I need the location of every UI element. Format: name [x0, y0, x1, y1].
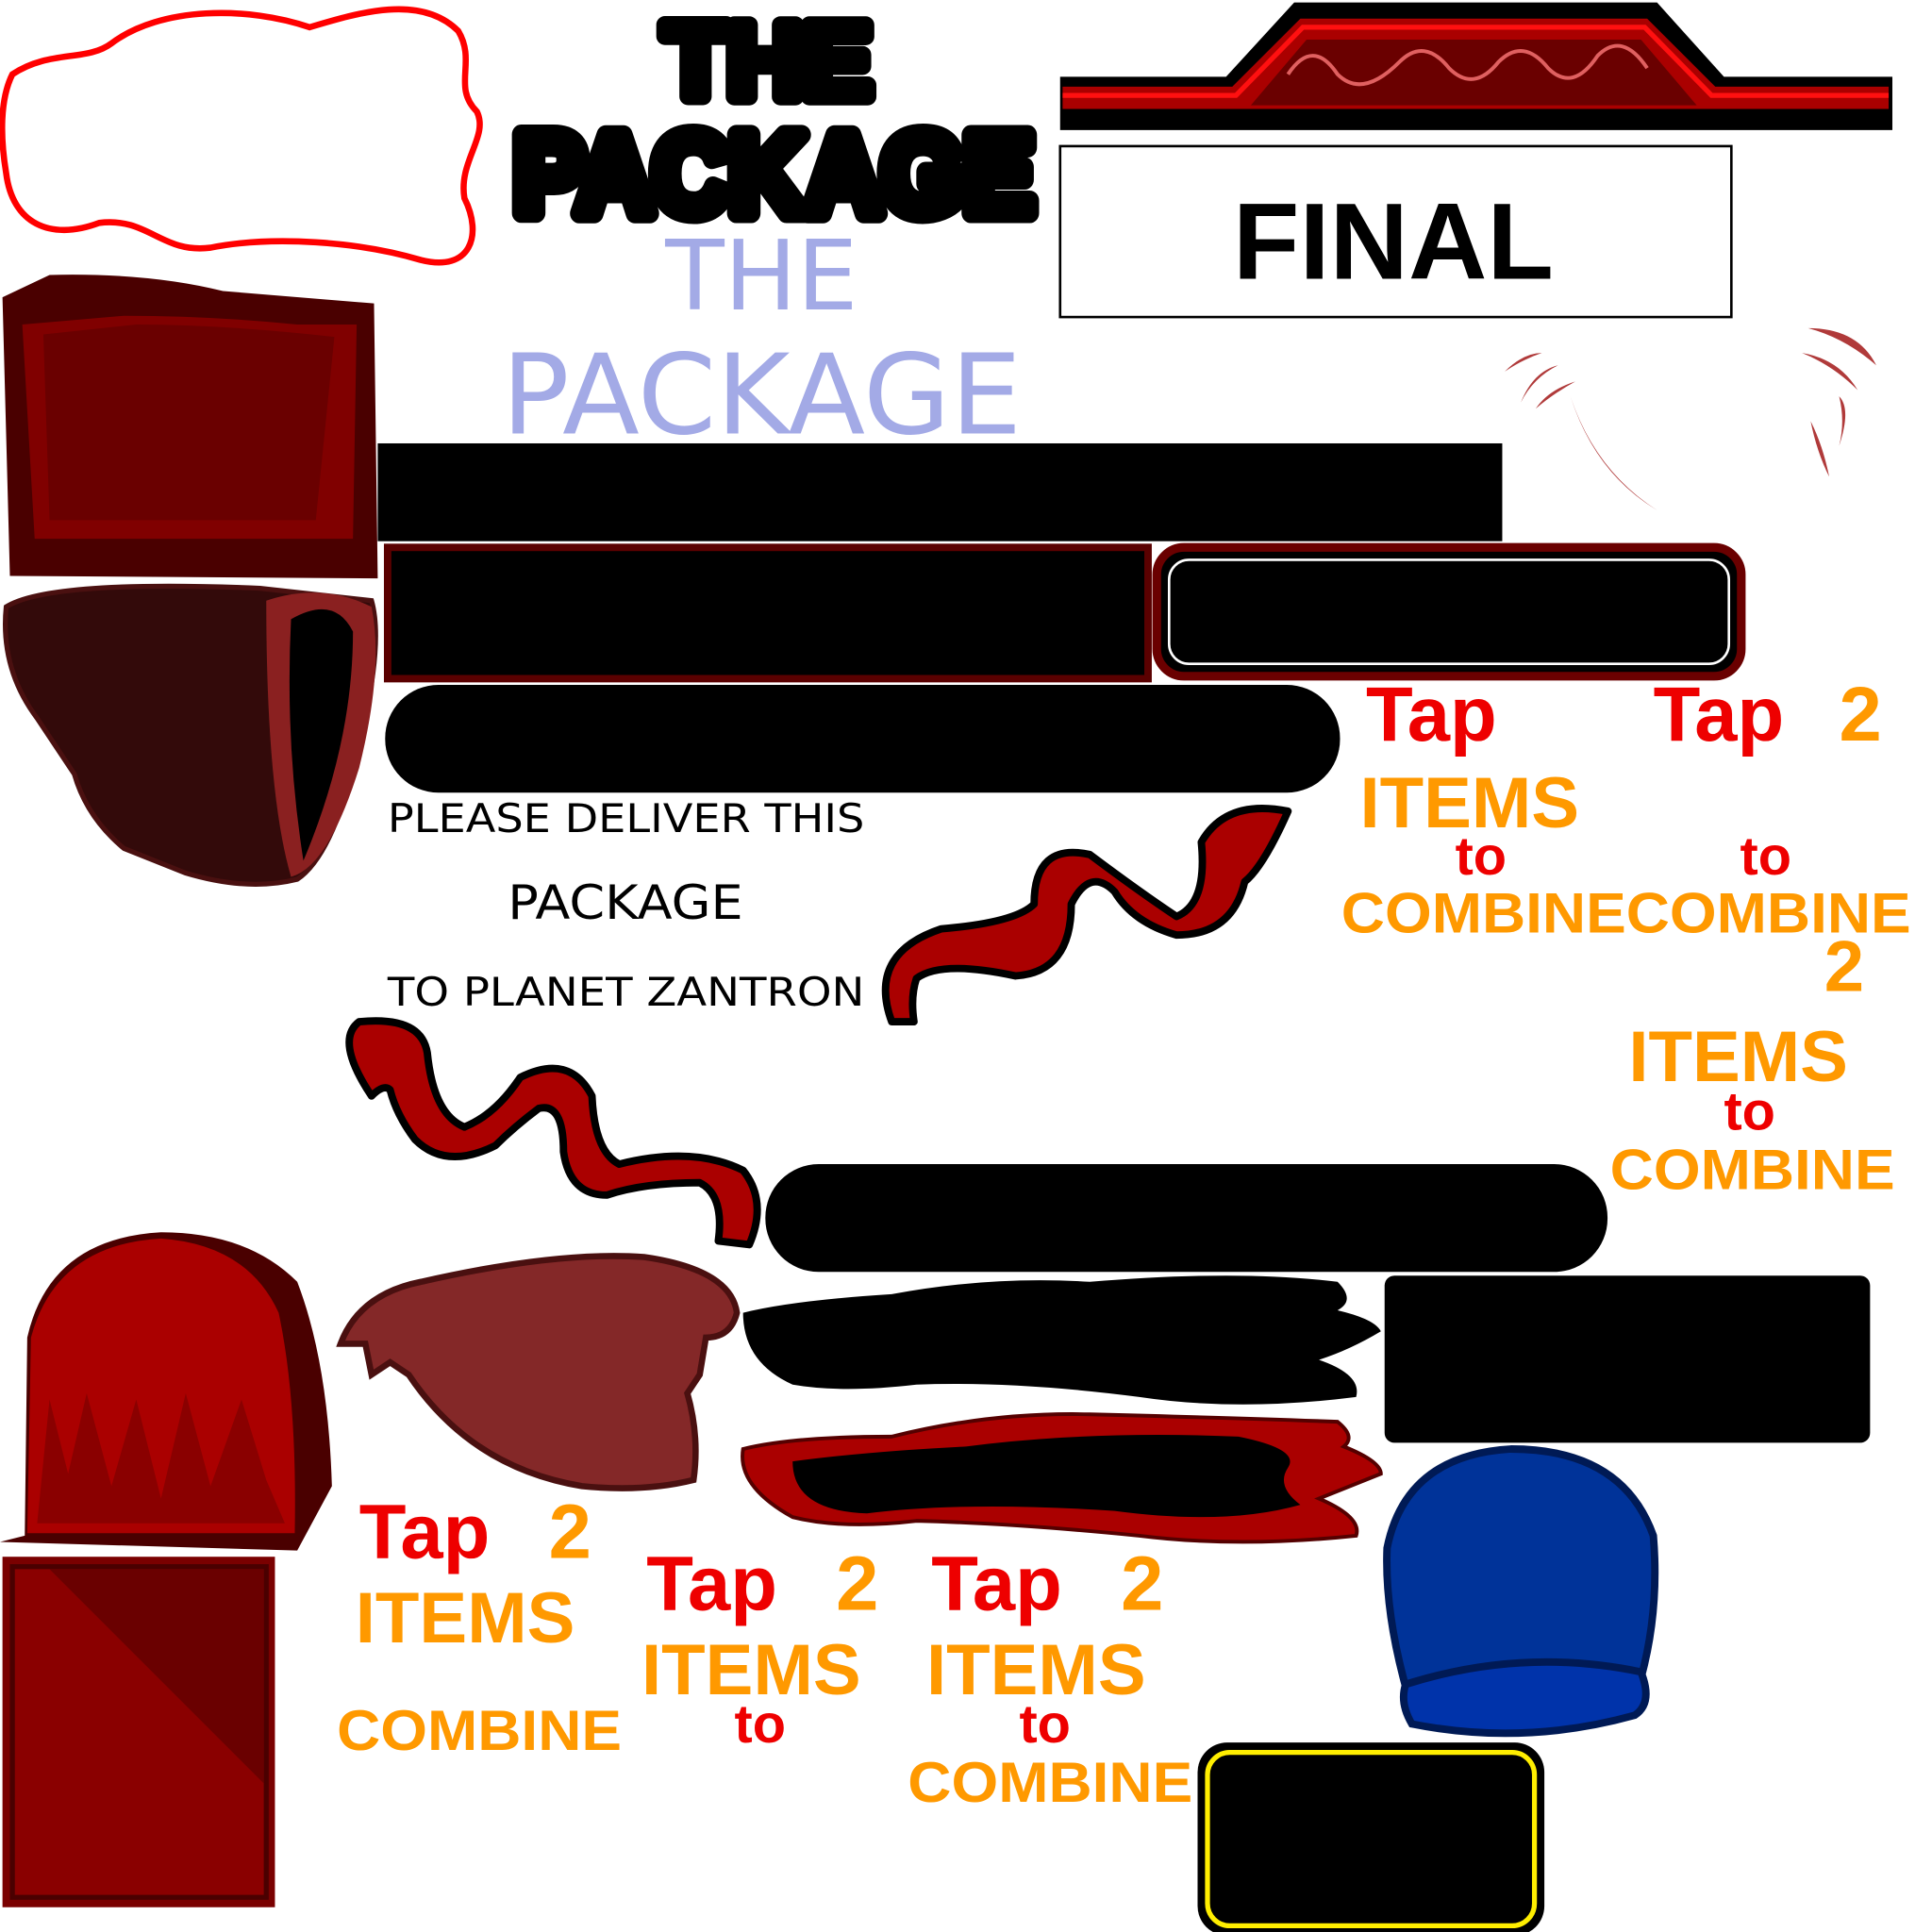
hint-items: ITEMS: [641, 1630, 861, 1710]
red-splat: [741, 1412, 1383, 1544]
hint-tap2: Tap: [646, 1541, 777, 1627]
hint-to: to: [1019, 1694, 1071, 1755]
delivery-line3: TO PLANET ZANTRON: [387, 969, 865, 1015]
hint-combine: COMBINE: [1341, 881, 1626, 945]
hint-tap-items-combine-1: Tap ITEMS to COMBINE: [1341, 672, 1626, 944]
ornament-header: [1059, 2, 1892, 130]
framed-panel-2: [1152, 542, 1746, 681]
final-box: [1058, 144, 1733, 319]
hint-tap-items-combine-5: Tap 2 ITEMS to COMBINE: [908, 1541, 1192, 1814]
claw-scratches: [1505, 327, 1876, 510]
logo-blue: THE PACKAGE: [502, 221, 1022, 459]
delivery-line2: PACKAGE: [508, 875, 742, 930]
black-pill-1: [385, 684, 1341, 793]
black-pill-2: [765, 1164, 1608, 1273]
hint-to: to: [1724, 1081, 1775, 1141]
hint-to: to: [735, 1694, 787, 1755]
hint-combine: COMBINE: [1626, 881, 1911, 945]
hint-tap2: Tap: [1654, 672, 1785, 758]
hint-tap-items-combine-3: Tap 2 ITEMS COMBINE: [337, 1490, 622, 1762]
logo-black-line1: THE: [664, 3, 873, 119]
hint-combine: COMBINE: [1610, 1137, 1895, 1201]
hint-tap2: Tap: [931, 1541, 1062, 1627]
hint-tap-items-combine-2: Tap 2 to COMBINE 2 ITEMS to COMBINE: [1610, 672, 1911, 1201]
hint-tap2: Tap: [359, 1490, 491, 1575]
yellow-framed-panel: [1197, 1742, 1545, 1932]
logo-black-line2: PACKAGE: [514, 110, 1034, 238]
dark-red-pouch: [3, 583, 378, 887]
black-panel: [1384, 1275, 1871, 1443]
red-tentacle-1: [881, 805, 1292, 1026]
red-tentacle-2: [345, 1017, 761, 1249]
hint-items: ITEMS: [1359, 763, 1579, 843]
delivery-line1: PLEASE DELIVER THIS: [388, 795, 864, 841]
final-label: FINAL: [1233, 180, 1554, 302]
hint-two: 2: [1824, 926, 1864, 1007]
hint-two: 2: [1840, 672, 1882, 758]
framed-panel-1: [383, 543, 1152, 683]
hint-items: ITEMS: [926, 1630, 1146, 1710]
hint-two: 2: [1121, 1541, 1163, 1627]
red-panel: [2, 1557, 275, 1907]
hint-tap: Tap: [1366, 672, 1497, 758]
blue-dome: [1383, 1445, 1659, 1738]
black-bar-1: [377, 442, 1503, 541]
hint-combine: COMBINE: [337, 1698, 622, 1762]
speech-cloud-outline: [0, 6, 483, 266]
logo-black: THE PACKAGE: [504, 0, 1043, 247]
delivery-note: PLEASE DELIVER THIS PACKAGE TO PLANET ZA…: [387, 795, 865, 1015]
black-splat: [742, 1275, 1381, 1405]
dark-red-crate: [2, 275, 378, 579]
hint-tap-items-combine-4: Tap 2 ITEMS to: [641, 1541, 878, 1755]
brown-cap: [336, 1253, 741, 1491]
hint-two: 2: [549, 1490, 591, 1575]
hint-combine: COMBINE: [908, 1750, 1192, 1814]
hint-two: 2: [836, 1541, 878, 1627]
hint-to: to: [1456, 826, 1507, 887]
hint-items: ITEMS: [1628, 1017, 1848, 1097]
hint-to: to: [1740, 826, 1792, 887]
logo-blue-line2: PACKAGE: [502, 329, 1022, 459]
hint-items: ITEMS: [356, 1578, 575, 1658]
logo-blue-line1: THE: [664, 221, 858, 333]
red-helmet: [0, 1232, 332, 1551]
